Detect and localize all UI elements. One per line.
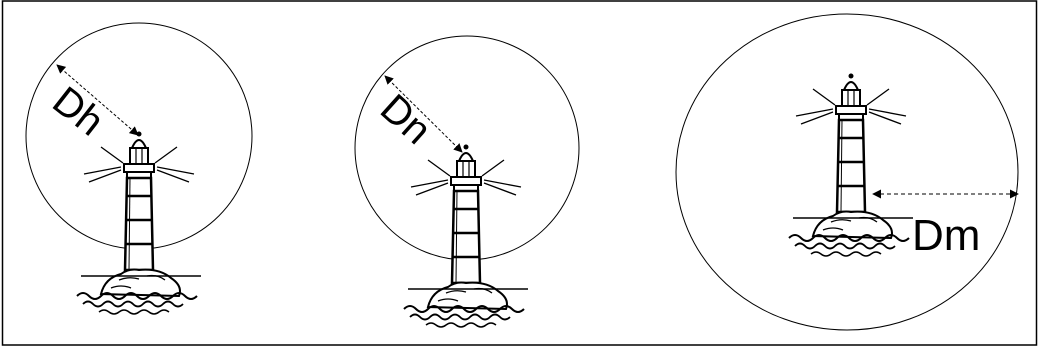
lighthouse-icon: [404, 145, 528, 328]
panel-dm: Dm: [676, 14, 1018, 330]
lighthouse-icon: [77, 132, 201, 315]
lighthouse-icon: [789, 74, 913, 257]
panel-label: Dn: [372, 86, 439, 153]
panel-label: Dh: [44, 78, 111, 144]
panel-dn: Dn: [355, 36, 579, 327]
panel-dh: Dh: [26, 23, 252, 314]
panel-label: Dm: [912, 211, 980, 260]
